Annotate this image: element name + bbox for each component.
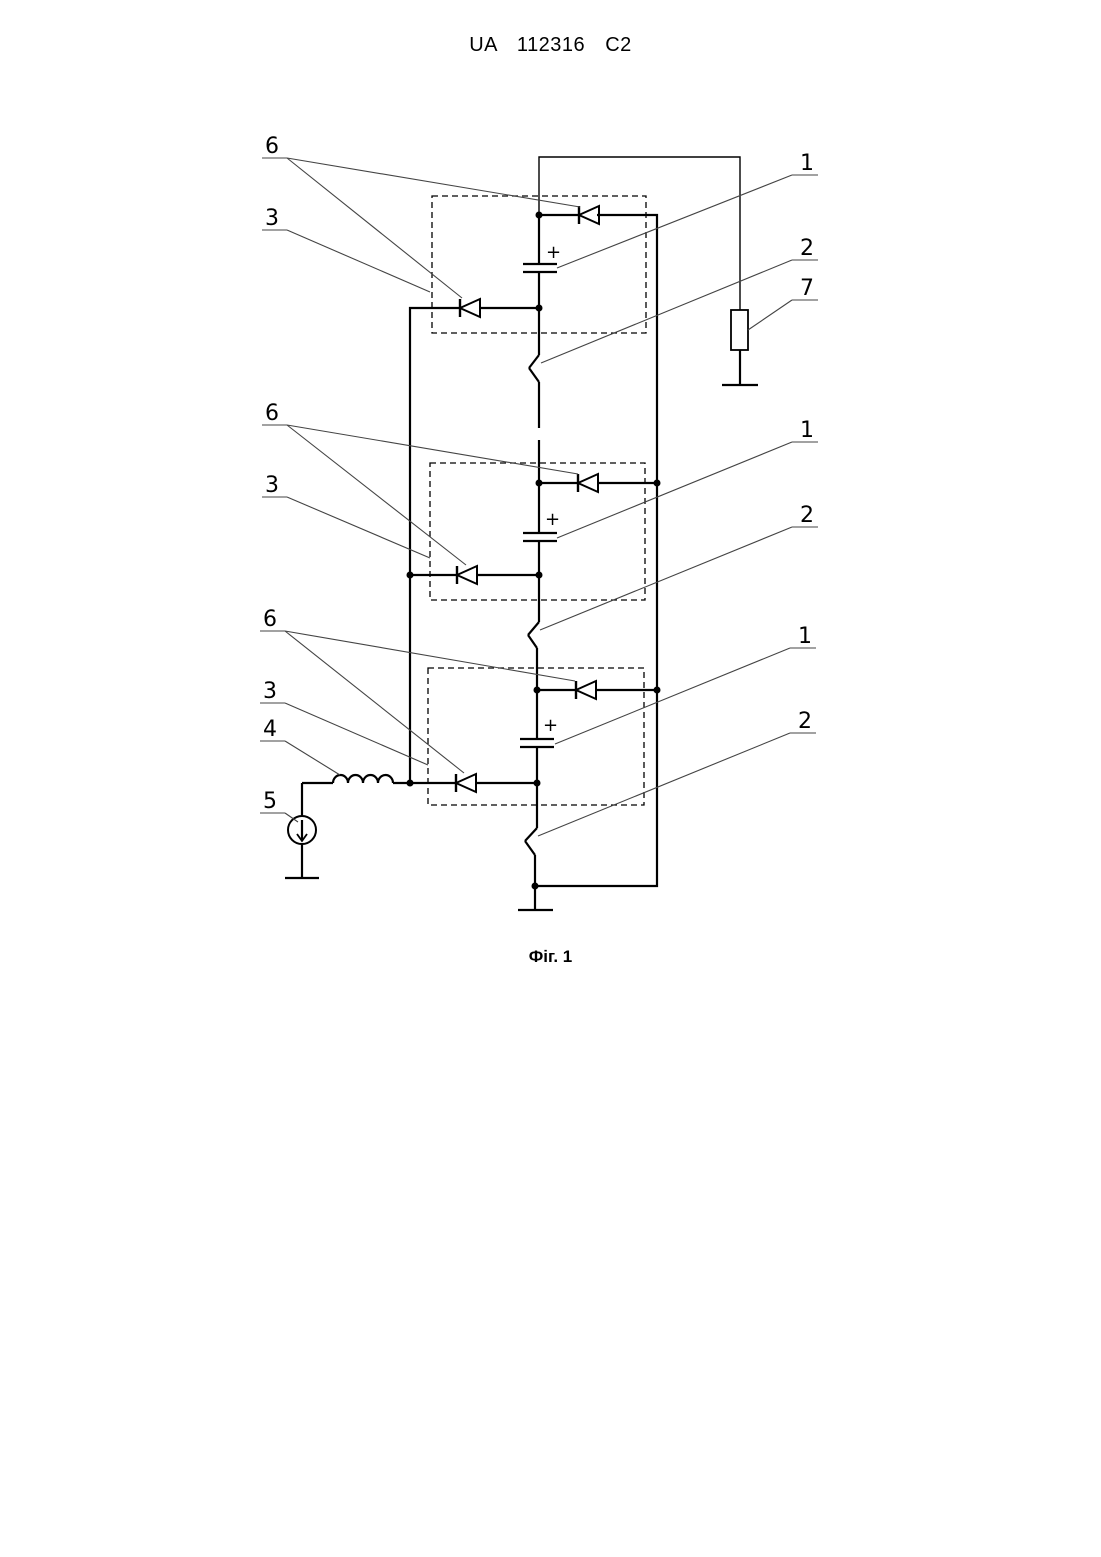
ref-label-1: 1 [798, 624, 812, 649]
ref-label-4: 4 [263, 717, 277, 742]
diode-icon [457, 566, 477, 584]
diode-icon [576, 681, 596, 699]
ref-label-7: 7 [800, 276, 814, 301]
switch-1 [529, 355, 539, 428]
ref-label-2: 2 [800, 503, 814, 528]
ref-label-6: 6 [263, 607, 277, 632]
figure-caption: Фіг. 1 [0, 947, 1101, 967]
diode-icon [579, 206, 599, 224]
right-rail [535, 215, 657, 886]
ref-label-6: 6 [265, 401, 279, 426]
plus-sign: + [543, 715, 558, 736]
module-1: + [430, 196, 646, 355]
current-source-5 [285, 783, 319, 878]
diode-icon [456, 774, 476, 792]
ref-label-3: 3 [265, 206, 279, 231]
ref-label-2: 2 [798, 709, 812, 734]
ref-label-1: 1 [800, 151, 814, 176]
diode-icon [460, 299, 480, 317]
ref-label-5: 5 [263, 789, 277, 814]
plus-sign: + [546, 242, 561, 263]
ref-label-3: 3 [265, 473, 279, 498]
resistor-7 [731, 310, 748, 350]
ref-label-2: 2 [800, 236, 814, 261]
ref-label-6: 6 [265, 134, 279, 159]
module-3: + [407, 668, 661, 828]
diode-icon [578, 474, 598, 492]
left-rail [410, 308, 430, 783]
ref-label-1: 1 [800, 418, 814, 443]
module-2: + [407, 463, 661, 622]
inductor-4 [302, 775, 410, 783]
plus-sign: + [545, 509, 560, 530]
circuit-schematic: + + [0, 0, 1101, 1000]
switch-3 [518, 828, 553, 910]
switch-2 [528, 622, 539, 690]
ref-label-3: 3 [263, 679, 277, 704]
